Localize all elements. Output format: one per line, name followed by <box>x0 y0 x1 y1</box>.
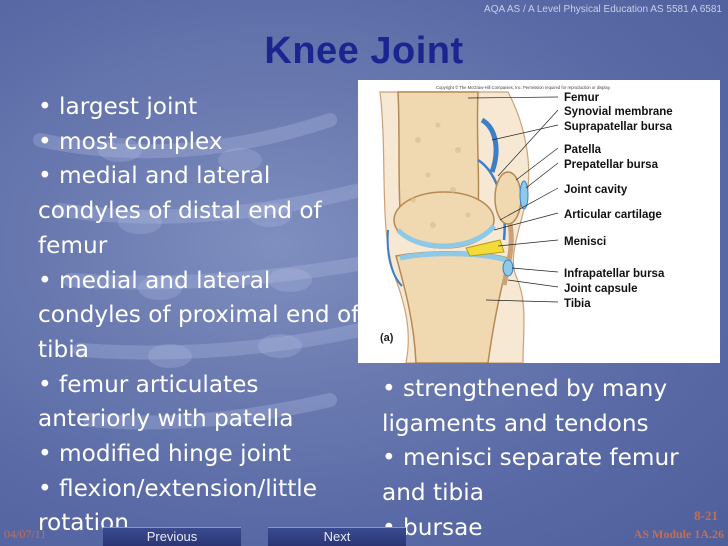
label-prepatellar-bursa: Prepatellar bursa <box>564 159 659 171</box>
previous-button[interactable]: Previous <box>103 527 241 546</box>
label-infrapatellar-bursa: Infrapatellar bursa <box>564 268 665 280</box>
figure-panel-label: (a) <box>380 332 394 344</box>
prepatellar-bursa <box>519 180 529 210</box>
label-joint-cavity: Joint cavity <box>564 184 628 196</box>
bullet-item: • strengthened by many ligaments and ten… <box>382 375 668 437</box>
bullet-item: • flexion/extension/little rotation <box>38 474 317 537</box>
bullet-item: • medial and lateral condyles of proxima… <box>38 266 360 363</box>
femur-articular-cartilage <box>396 224 496 249</box>
right-bullet-list: • strengthened by many ligaments and ten… <box>382 372 722 546</box>
module-label: AS Module 1A.26 <box>633 527 724 541</box>
page-number: 8-21 <box>694 508 718 523</box>
label-articular-cartilage: Articular cartilage <box>564 209 662 221</box>
bullet-item: • medial and lateral condyles of distal … <box>38 162 322 259</box>
bullet-item: • menisci separate femur and tibia <box>382 444 679 507</box>
meniscus <box>465 239 505 257</box>
label-patella: Patella <box>564 144 602 156</box>
patellar-ligament <box>501 223 514 286</box>
joint-capsule <box>386 229 403 287</box>
infrapatellar-bursa <box>502 259 514 277</box>
label-suprapatellar-bursa: Suprapatellar bursa <box>564 121 673 133</box>
leader-lines <box>467 96 559 303</box>
label-menisci: Menisci <box>564 236 606 248</box>
label-joint-capsule: Joint capsule <box>564 283 638 295</box>
label-femur: Femur <box>564 92 600 104</box>
figure-copyright: Copyright © The McGraw-Hill Companies, I… <box>436 85 611 90</box>
next-button[interactable]: Next <box>268 527 406 546</box>
bullet-item: • most complex <box>38 127 223 155</box>
left-bullet-list: • largest joint • most complex • medial … <box>30 90 360 541</box>
label-tibia: Tibia <box>564 298 591 310</box>
footer-date: 04/07/11 <box>4 527 47 541</box>
bullet-item: • femur articulates anteriorly with pate… <box>38 370 294 433</box>
label-synovial-membrane: Synovial membrane <box>564 106 673 118</box>
bullet-item: • modified hinge joint <box>38 440 291 468</box>
suprapatellar-bursa <box>480 117 499 173</box>
bullet-item: • largest joint <box>38 93 198 120</box>
slide-title: Knee Joint <box>264 30 464 72</box>
knee-joint-diagram: Copyright © The McGraw-Hill Companies, I… <box>358 80 720 363</box>
tibia-articular-cartilage <box>399 251 507 263</box>
course-header-note: AQA AS / A Level Physical Education AS 5… <box>484 4 722 15</box>
patella-bone <box>494 171 522 225</box>
